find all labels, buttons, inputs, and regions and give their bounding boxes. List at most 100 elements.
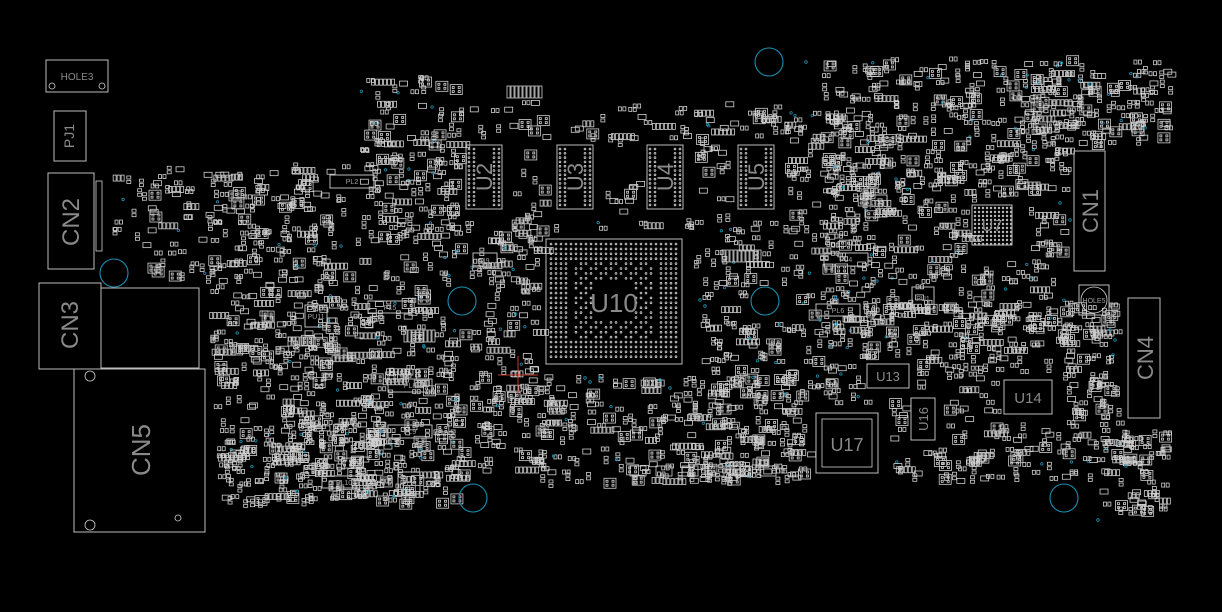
smd-pad [327, 324, 331, 328]
smd-pad [780, 438, 785, 442]
smd-pad [834, 233, 839, 239]
smd-pad [446, 141, 451, 148]
smd-pad [235, 494, 240, 500]
smd-pad [370, 194, 375, 199]
smd-pad [378, 220, 383, 226]
smd-pad [401, 330, 406, 335]
smd-pad [229, 429, 235, 434]
smd-pad [440, 219, 450, 226]
smd-pad [699, 219, 704, 225]
smd-pad [375, 408, 384, 415]
smd-pad [478, 124, 484, 129]
smd-pad [568, 435, 574, 440]
smd-pad [329, 372, 334, 378]
smd-pad [840, 338, 845, 343]
smd-pad [914, 327, 918, 331]
smd-pad [449, 127, 454, 132]
smd-pad [692, 375, 696, 381]
smd-pad [527, 452, 530, 456]
smd-pad [239, 245, 244, 251]
smd-pad [708, 402, 718, 409]
smd-pad [294, 498, 298, 502]
smd-pad [207, 219, 213, 224]
smd-pad [1057, 109, 1062, 117]
smd-pad [431, 471, 436, 479]
smd-pad [232, 187, 246, 198]
smd-pad [795, 324, 800, 332]
smd-pad [806, 350, 812, 355]
smd-pad [443, 413, 448, 418]
smd-pad [670, 478, 675, 486]
smd-pad [424, 75, 429, 81]
smd-pad [755, 133, 760, 139]
smd-pad [153, 272, 157, 276]
smd-pad [862, 146, 867, 154]
smd-pad [500, 284, 505, 288]
smd-pad [423, 252, 428, 257]
smd-pad [632, 107, 637, 112]
smd-pad [433, 429, 443, 436]
smd-pad [757, 220, 762, 226]
smd-pad [519, 466, 524, 474]
smd-pad [574, 462, 580, 467]
smd-pad [509, 325, 513, 329]
smd-pad [1016, 71, 1020, 74]
smd-pad [1047, 185, 1057, 192]
smd-pad [530, 214, 535, 220]
smd-pad [973, 163, 978, 169]
smd-pad [469, 106, 479, 113]
smd-pad [387, 475, 393, 479]
smd-pad [308, 372, 317, 379]
smd-pad [309, 230, 313, 238]
smd-pad [353, 382, 358, 389]
smd-pad [498, 346, 503, 354]
smd-pad [311, 391, 316, 397]
smd-pad [776, 468, 780, 474]
smd-pad [521, 456, 524, 460]
smd-pad [943, 203, 947, 207]
smd-pad [135, 236, 140, 241]
smd-pad [656, 451, 660, 455]
smd-pad [995, 68, 999, 72]
smd-pad [1052, 321, 1056, 324]
smd-pad [461, 335, 465, 339]
smd-pad [487, 378, 491, 382]
smd-pad [260, 188, 265, 193]
smd-pad [831, 222, 835, 230]
smd-pad [846, 211, 856, 218]
smd-pad [827, 384, 831, 388]
smd-pad [619, 441, 625, 446]
smd-pad [440, 157, 445, 162]
smd-pad [502, 271, 507, 277]
smd-pad [678, 106, 683, 111]
smd-pad [433, 233, 438, 240]
smd-pad [773, 421, 776, 424]
smd-pad [453, 401, 457, 405]
smd-pad [1017, 96, 1021, 100]
smd-pad [1000, 97, 1005, 102]
smd-pad [179, 276, 185, 281]
smd-pad [475, 435, 480, 439]
smd-pad [923, 116, 929, 121]
smd-pad [217, 174, 222, 182]
smd-pad [330, 463, 335, 469]
smd-pad [268, 287, 282, 299]
smd-pad [342, 418, 347, 425]
smd-pad [469, 270, 475, 275]
smd-pad [525, 214, 530, 220]
smd-pad [998, 170, 1004, 175]
smd-pad [676, 450, 681, 455]
smd-pad [307, 484, 313, 488]
smd-pad [454, 141, 459, 148]
smd-pad [570, 411, 576, 416]
smd-pad [431, 347, 435, 353]
smd-pad [485, 355, 490, 361]
smd-pad [329, 227, 335, 232]
smd-pad [894, 246, 898, 254]
smd-pad [381, 100, 385, 108]
smd-pad [908, 161, 912, 165]
smd-pad [857, 235, 862, 241]
smd-pad [568, 392, 577, 399]
smd-pad [962, 171, 966, 175]
